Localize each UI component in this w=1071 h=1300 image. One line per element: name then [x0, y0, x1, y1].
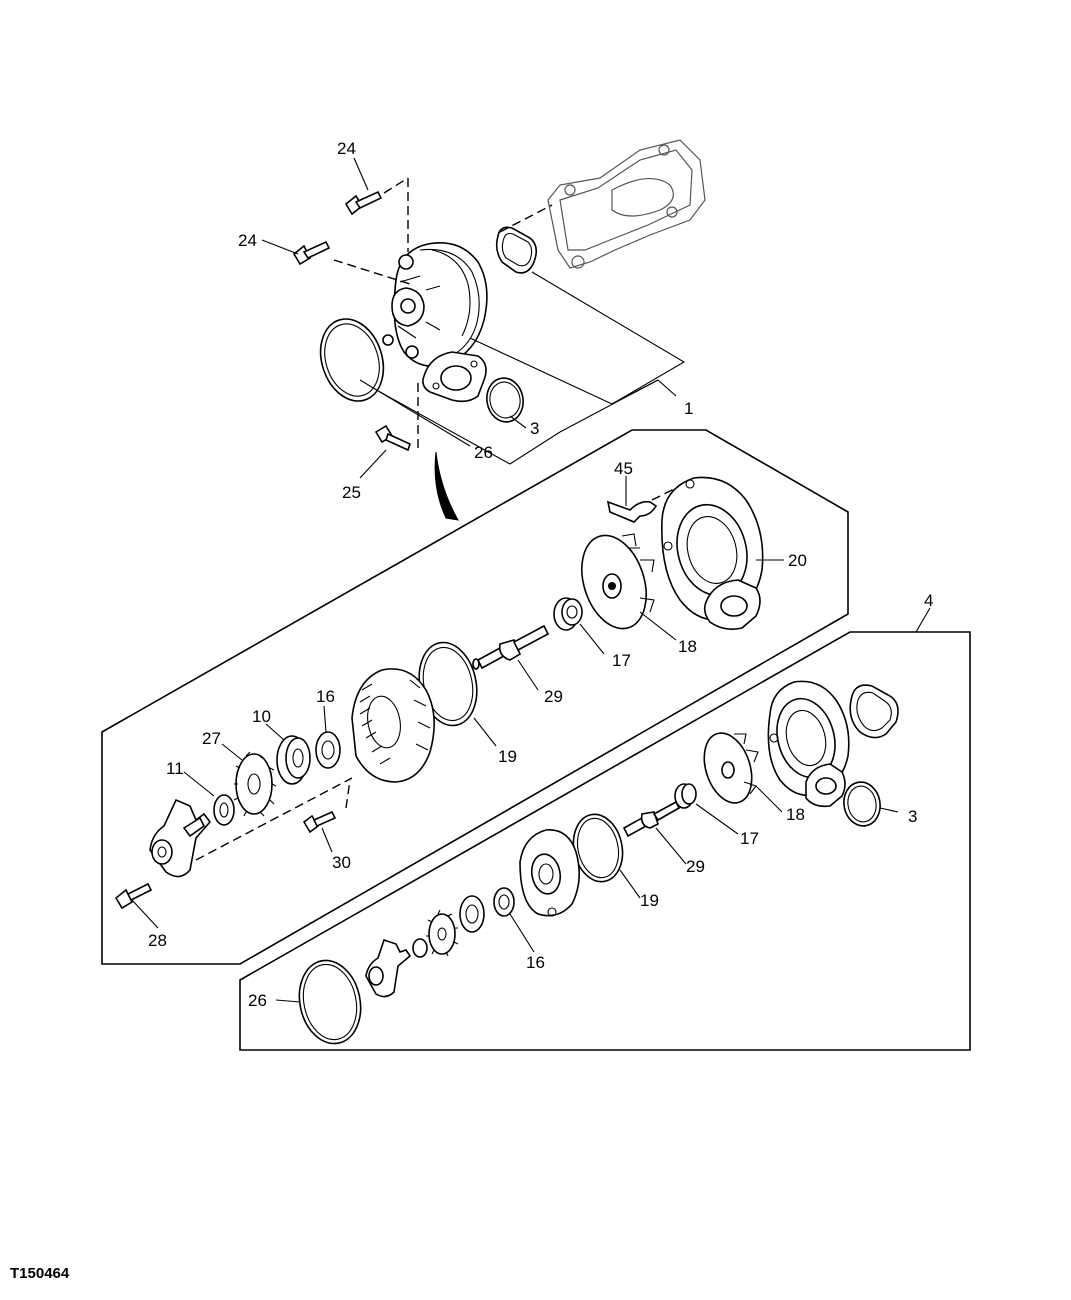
gear-27: [233, 751, 277, 817]
callout-29-middle: 29: [544, 687, 563, 706]
outlet-flange: [422, 351, 487, 403]
callout-labels: 24 24 1 3 26 25 45 20 18 17 29 19 16 10 …: [148, 139, 933, 1010]
callout-10: 10: [252, 707, 271, 726]
bolt-24-left: [292, 240, 331, 266]
exploded-view-frame: [101, 429, 849, 965]
callout-30: 30: [332, 853, 351, 872]
shaft-29-bottom: [622, 800, 681, 838]
callout-17-bottom: 17: [740, 829, 759, 848]
o-ring-3: [486, 377, 524, 423]
bracket-bottom: [365, 938, 412, 998]
callout-27: 27: [202, 729, 221, 748]
exploded-parts-middle: [114, 476, 764, 910]
water-pump-body: [382, 242, 488, 368]
bearing-10: [276, 735, 311, 785]
callout-17-middle: 17: [612, 651, 631, 670]
callout-19-middle: 19: [498, 747, 517, 766]
pump-assembly-top: [292, 139, 706, 521]
callout-4: 4: [924, 591, 933, 610]
callout-24-left: 24: [238, 231, 257, 250]
seal-16-bottom: [493, 887, 515, 917]
kit-frame-4: [239, 631, 971, 1051]
bearing-bottom: [459, 895, 485, 933]
callout-18-middle: 18: [678, 637, 697, 656]
pump-cover: [351, 668, 435, 783]
callout-3-top: 3: [530, 419, 539, 438]
pump-cover-bottom: [519, 829, 580, 917]
shaft-29: [472, 624, 550, 670]
callout-11: 11: [166, 759, 184, 778]
leader-lines: [131, 157, 899, 1003]
detail-arrow: [434, 451, 459, 521]
callout-26-bottom: 26: [248, 991, 267, 1010]
engine-housing-outline: [547, 139, 706, 269]
callout-20: 20: [788, 551, 807, 570]
impeller-18: [581, 533, 655, 630]
o-ring-3-bottom: [843, 781, 881, 827]
callout-29-bottom: 29: [686, 857, 705, 876]
bolt-25: [374, 424, 411, 452]
callout-3-bottom: 3: [908, 807, 917, 826]
seal-17: [553, 597, 583, 631]
figure-id: T150464: [10, 1265, 70, 1282]
seal-16-middle: [315, 731, 341, 769]
impeller-18-bottom: [703, 732, 759, 804]
exploded-parts-bottom: [298, 680, 899, 1045]
hose-45: [606, 500, 658, 523]
callout-1: 1: [684, 399, 693, 418]
pump-bracket: [149, 798, 212, 878]
pump-housing-bottom: [767, 680, 850, 808]
callout-24-upper: 24: [337, 139, 356, 158]
washer-bottom: [412, 938, 428, 958]
callout-25: 25: [342, 483, 361, 502]
bolt-30: [302, 810, 337, 834]
callout-18-bottom: 18: [786, 805, 805, 824]
callout-16-middle: 16: [316, 687, 335, 706]
callout-16-bottom: 16: [526, 953, 545, 972]
o-ring-26: [319, 318, 385, 402]
housing-gasket: [495, 226, 538, 274]
washer-11: [213, 794, 235, 826]
bolt-28: [114, 882, 153, 910]
callout-45: 45: [614, 459, 633, 478]
o-ring-26-bottom: [298, 959, 362, 1045]
bolt-24-upper: [344, 190, 383, 216]
callout-19-bottom: 19: [640, 891, 659, 910]
callout-28: 28: [148, 931, 167, 950]
gear-bottom: [426, 909, 459, 957]
pump-housing-20: [661, 476, 764, 630]
callout-26-top: 26: [474, 443, 493, 462]
seal-17-bottom: [674, 783, 697, 809]
